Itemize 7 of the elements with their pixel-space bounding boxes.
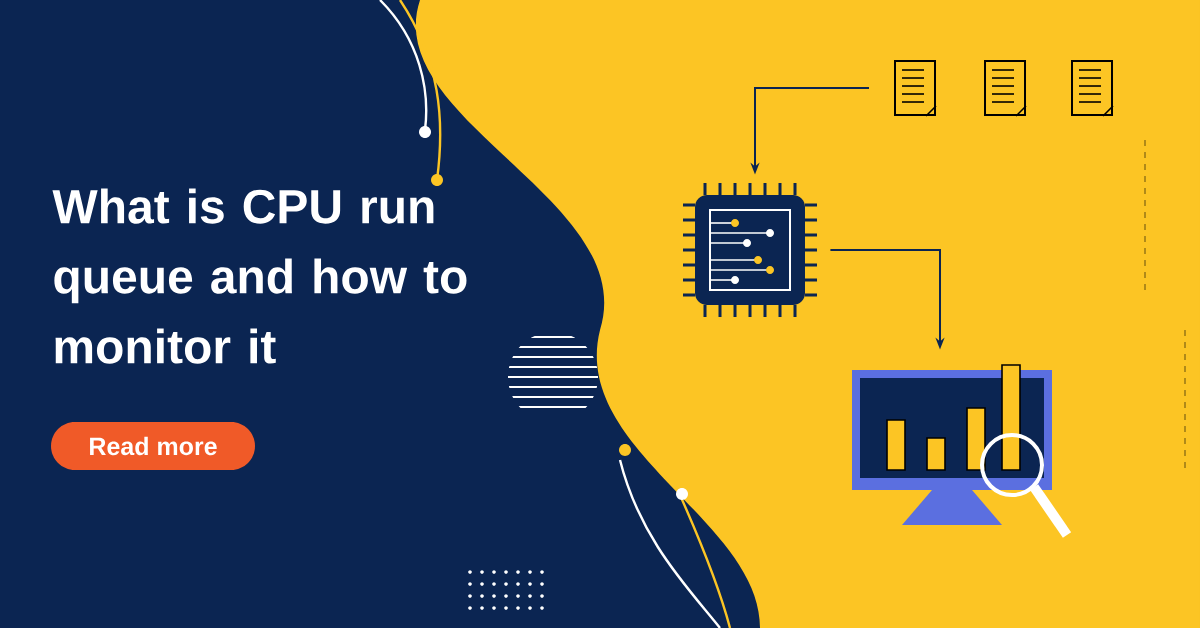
read-more-button: Read more: [51, 422, 255, 470]
title: What is CPU run queue and how to monitor it: [52, 188, 467, 364]
document-icon: [984, 60, 1027, 117]
document-icon: [894, 60, 937, 117]
cpu-chip-icon: [681, 181, 819, 319]
monitor-chart-icon: [852, 364, 1072, 538]
document-icon: [1071, 60, 1114, 117]
